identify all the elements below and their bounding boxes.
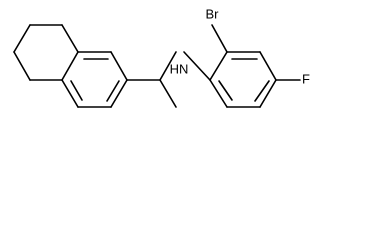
bromine-bond [211,24,228,53]
aromatic-ring-right [209,24,301,108]
bond [61,79,79,108]
bond [183,51,211,81]
double-bond-inner [106,80,120,102]
bond [159,51,177,81]
bond [259,51,277,81]
bond [209,79,228,108]
bond [110,79,128,108]
double-bond-inner [218,80,233,101]
bond [110,51,128,81]
double-bond-inner [70,80,83,101]
bromine-label: Br [206,6,220,21]
saturated-ring [13,24,79,81]
fluorine-label: F [302,71,310,86]
amine-label: HN [170,61,189,76]
aromatic-ring-left [61,51,128,108]
ethyl-linker [126,51,177,108]
bond [13,24,31,53]
bond [259,79,277,108]
double-bond-inner [254,80,270,102]
bond [13,51,31,81]
bond [159,79,177,108]
amine-bonds [183,51,211,81]
molecule-canvas: Br HN F [13,6,311,108]
bond [61,24,79,53]
bond [209,51,228,81]
bond [61,51,79,81]
molecule-structure: Br HN F [13,6,310,108]
